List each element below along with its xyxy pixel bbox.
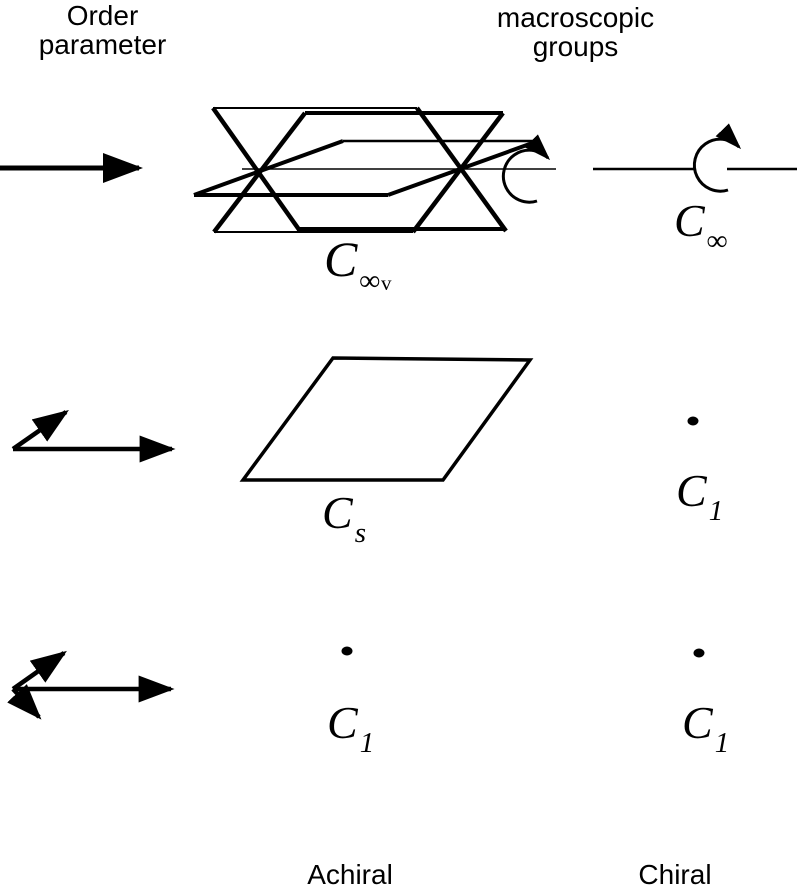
achiral-column-label: Achiral	[255, 860, 445, 889]
vector-arrows-row2	[11, 409, 176, 463]
vector-arrows-row3	[7, 650, 175, 720]
rotation-arrow-icon	[501, 134, 551, 204]
group-label-c-1-mid: C1	[676, 464, 723, 527]
group-letter: C	[322, 487, 353, 538]
order-parameter-heading-line2: parameter	[38, 29, 167, 60]
rotation-arrow-icon	[692, 123, 742, 193]
group-label-c-1-bottom-chiral: C1	[682, 696, 729, 759]
chiral-column-label: Chiral	[595, 860, 755, 889]
point-dot	[687, 416, 699, 426]
order-parameter-heading-line1: Order	[66, 0, 139, 31]
group-subscript: ∞	[706, 225, 728, 257]
group-label-c-infinity-v: C∞v	[324, 230, 392, 297]
mirror-planes-figure	[193, 106, 556, 234]
group-subscript: 1	[714, 727, 730, 759]
achiral-label-text: Achiral	[307, 859, 393, 890]
group-letter: C	[682, 697, 713, 748]
group-subscript: 1	[359, 727, 375, 759]
group-letter: C	[324, 231, 358, 287]
chiral-label-text: Chiral	[638, 859, 712, 890]
group-subscript: 1	[708, 495, 724, 527]
group-subscript-small: v	[381, 271, 392, 295]
macroscopic-groups-heading: macroscopic groups	[478, 3, 673, 61]
group-letter: C	[676, 465, 707, 516]
group-letter: C	[674, 195, 705, 246]
group-subscript: ∞	[359, 265, 381, 297]
group-label-c-1-bottom-achiral: C1	[327, 696, 374, 759]
group-label-c-infinity: C∞	[674, 194, 727, 257]
group-subscript: s	[354, 517, 366, 549]
group-label-c-s: Cs	[322, 486, 366, 549]
order-parameter-heading: Order parameter	[15, 1, 190, 59]
macroscopic-groups-heading-line1: macroscopic	[496, 2, 655, 33]
macroscopic-groups-heading-line2: groups	[532, 31, 619, 62]
chiral-axis-figure	[593, 123, 797, 193]
point-dot	[341, 646, 353, 656]
point-dot	[693, 648, 705, 658]
group-letter: C	[327, 697, 358, 748]
mirror-plane-parallelogram	[239, 356, 534, 482]
